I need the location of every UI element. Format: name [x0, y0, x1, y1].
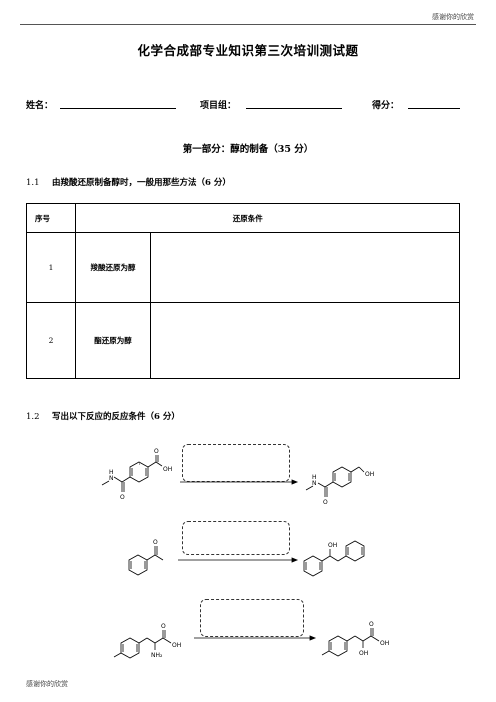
chem-label: N [312, 480, 317, 487]
chem-label: O [154, 448, 159, 455]
chem-label: OH [359, 650, 368, 657]
chem-label: N [109, 475, 114, 482]
score-field[interactable] [408, 108, 460, 109]
question-1-1-text: 由羧酸还原制备醇时，一般用那些方法（6 分） [52, 178, 231, 188]
reaction-1-arrowhead [291, 479, 299, 485]
chem-label: OH [328, 542, 337, 549]
header-divider [20, 24, 476, 25]
section-title: 第一部分：醇的制备（35 分） [182, 144, 314, 155]
row-number: 1 [26, 232, 76, 303]
header-conditions-label: 还原条件 [232, 213, 263, 223]
header-note: 感谢你的欣赏 [432, 13, 474, 21]
name-label: 姓名： [26, 101, 54, 111]
reaction-2-reactant [128, 546, 164, 576]
question-1-2: 1.2 写出以下反应的反应条件（6 分） [26, 410, 180, 422]
chem-label: O [369, 621, 374, 628]
chem-label: OH [172, 642, 181, 649]
reaction-3-product [321, 628, 380, 657]
row-answer-cell[interactable] [150, 302, 460, 379]
question-1-1-number: 1.1 [26, 178, 40, 188]
chem-label: H [312, 474, 317, 481]
reaction-3-condition-box[interactable] [200, 599, 304, 637]
row-label: 羧酸还原为醇 [75, 232, 151, 303]
page-title: 化学合成部专业知识第三次培训测试题 [137, 43, 359, 58]
chem-label: H [109, 469, 114, 476]
reaction-1-reactant [101, 455, 163, 492]
reaction-1-product [305, 466, 365, 497]
footer-note: 感谢你的欣赏 [26, 680, 68, 688]
score-label: 得分： [372, 101, 400, 111]
chem-label: OH [365, 471, 374, 478]
chem-label: OH [163, 466, 172, 473]
project-group-label: 项目组： [200, 101, 237, 111]
chem-label: O [120, 494, 125, 501]
chem-label: O [153, 539, 158, 546]
chem-label: NH₂ [151, 652, 163, 659]
table-header-row: 序号 还原条件 [26, 203, 460, 233]
chem-label: OH [380, 640, 389, 647]
question-1-1: 1.1 由羧酸还原制备醇时，一般用那些方法（6 分） [26, 176, 231, 188]
reaction-3-reactant [113, 630, 172, 659]
row-label: 酯还原为醇 [75, 302, 151, 379]
table-row: 2 酯还原为醇 [26, 302, 460, 379]
row-answer-cell[interactable] [150, 232, 460, 303]
reduction-table: 序号 还原条件 1 羧酸还原为醇 2 酯还原为醇 [26, 203, 460, 379]
chem-label: O [323, 499, 328, 506]
reaction-3-arrowhead [309, 635, 317, 641]
name-field[interactable] [60, 108, 176, 109]
reaction-1-condition-box[interactable] [182, 444, 290, 482]
reaction-2-condition-box[interactable] [182, 521, 290, 555]
header-blank [75, 203, 151, 233]
chem-label: O [161, 623, 166, 630]
table-row: 1 羧酸还原为醇 [26, 232, 460, 303]
reaction-2-product [303, 540, 365, 577]
project-group-field[interactable] [246, 108, 342, 109]
reaction-2-arrowhead [291, 557, 299, 563]
question-1-2-text: 写出以下反应的反应条件（6 分） [52, 412, 180, 422]
question-1-2-number: 1.2 [26, 412, 40, 422]
